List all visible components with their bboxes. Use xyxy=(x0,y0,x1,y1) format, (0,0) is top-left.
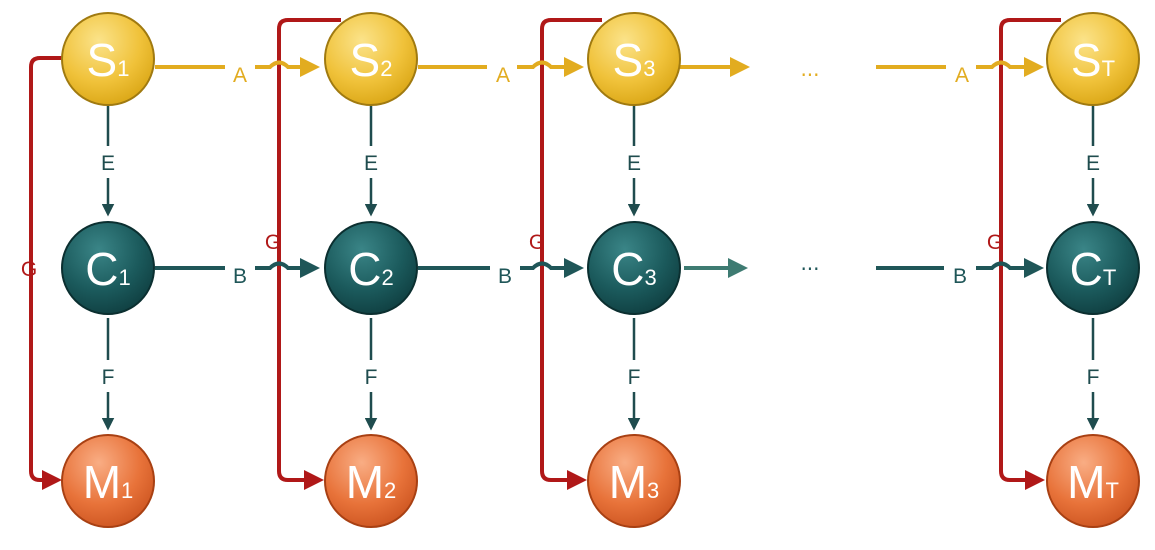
measurement-node-T-letter: M xyxy=(1067,456,1105,508)
svg-text:CT: CT xyxy=(1070,243,1117,295)
measurement-node-2: M2 xyxy=(324,434,418,528)
control-node-T: CT xyxy=(1046,221,1140,315)
state-node-3-letter: S xyxy=(613,34,644,86)
e-label-T: E xyxy=(1086,152,1100,175)
f-label-1: F xyxy=(102,366,115,389)
g-label-2: G xyxy=(265,231,281,254)
b-labels: B B B xyxy=(233,265,967,288)
f-label-2: F xyxy=(365,366,378,389)
b-label-2: B xyxy=(498,265,512,288)
state-node-1: S1 xyxy=(61,12,155,106)
svg-text:M1: M1 xyxy=(83,456,134,508)
a-edges xyxy=(155,63,1040,68)
control-node-2: C2 xyxy=(324,221,418,315)
measurement-node-T: MT xyxy=(1046,434,1140,528)
measurement-node-3: M3 xyxy=(587,434,681,528)
a-labels: A A A xyxy=(233,64,969,87)
control-node-1-sub: 1 xyxy=(118,265,130,290)
b-label-1: B xyxy=(233,265,247,288)
control-node-3-letter: C xyxy=(611,243,644,295)
state-node-2-sub: 2 xyxy=(380,56,392,81)
svg-text:M3: M3 xyxy=(609,456,660,508)
state-node-1-letter: S xyxy=(87,34,118,86)
b-label-T: B xyxy=(953,265,967,288)
state-node-T: ST xyxy=(1046,12,1140,106)
g-edges xyxy=(29,18,1061,490)
ellipsis-top: ... xyxy=(800,57,819,81)
e-label-3: E xyxy=(627,152,641,175)
a-label-T: A xyxy=(955,64,969,87)
control-nodes: C1 C2 C3 CT xyxy=(61,221,1140,315)
control-node-1: C1 xyxy=(61,221,155,315)
state-node-3: S3 xyxy=(587,12,681,106)
a-edge-in-T xyxy=(876,63,1040,68)
state-nodes: S1 S2 S3 ST xyxy=(61,12,1140,106)
b-edges xyxy=(155,264,1040,269)
measurement-node-3-letter: M xyxy=(609,456,647,508)
f-labels: F F F F xyxy=(102,366,1100,389)
control-node-3: C3 xyxy=(587,221,681,315)
g-label-3: G xyxy=(529,231,545,254)
b-edge-2-3 xyxy=(418,264,580,269)
svg-text:MT: MT xyxy=(1067,456,1119,508)
control-node-T-sub: T xyxy=(1103,265,1116,290)
svg-text:S3: S3 xyxy=(613,34,656,86)
f-label-T: F xyxy=(1087,366,1100,389)
control-node-T-letter: C xyxy=(1070,243,1103,295)
f-label-3: F xyxy=(628,366,641,389)
control-node-2-sub: 2 xyxy=(381,265,393,290)
e-label-1: E xyxy=(101,152,115,175)
a-label-2: A xyxy=(496,64,510,87)
state-node-2: S2 xyxy=(324,12,418,106)
ef-edges xyxy=(108,106,1093,428)
g-label-T: G xyxy=(987,231,1003,254)
svg-text:S2: S2 xyxy=(350,34,393,86)
g-edge-1 xyxy=(29,56,62,490)
a-edge-2-3 xyxy=(418,63,580,68)
g-edge-3 xyxy=(540,18,602,490)
g-edge-4 xyxy=(999,18,1061,490)
svg-text:C3: C3 xyxy=(611,243,656,295)
g-labels: G G G G xyxy=(21,231,1003,281)
svg-text:C1: C1 xyxy=(85,243,130,295)
b-edge-1-2 xyxy=(155,264,316,269)
measurement-nodes: M1 M2 M3 MT xyxy=(61,434,1140,528)
b-edge-in-T xyxy=(876,264,1040,269)
control-node-1-letter: C xyxy=(85,243,118,295)
state-node-1-sub: 1 xyxy=(117,56,129,81)
state-node-2-letter: S xyxy=(350,34,381,86)
measurement-node-2-letter: M xyxy=(346,456,384,508)
g-label-1: G xyxy=(21,258,37,281)
measurement-node-3-sub: 3 xyxy=(647,478,659,503)
a-label-1: A xyxy=(233,64,247,87)
ellipsis-middle: ... xyxy=(800,251,819,275)
measurement-node-2-sub: 2 xyxy=(384,478,396,503)
e-label-2: E xyxy=(364,152,378,175)
measurement-node-1: M1 xyxy=(61,434,155,528)
svg-text:ST: ST xyxy=(1071,34,1115,86)
a-edge-1-2 xyxy=(155,63,316,68)
state-node-T-sub: T xyxy=(1102,56,1115,81)
svg-text:M2: M2 xyxy=(346,456,397,508)
control-node-3-sub: 3 xyxy=(644,265,656,290)
svg-text:S1: S1 xyxy=(87,34,130,86)
control-node-2-letter: C xyxy=(348,243,381,295)
e-labels: E E E E xyxy=(101,152,1100,175)
state-node-3-sub: 3 xyxy=(643,56,655,81)
measurement-node-T-sub: T xyxy=(1105,478,1118,503)
state-node-T-letter: S xyxy=(1071,34,1102,86)
measurement-node-1-sub: 1 xyxy=(121,478,133,503)
g-edge-2 xyxy=(277,18,341,490)
svg-text:C2: C2 xyxy=(348,243,393,295)
measurement-node-1-letter: M xyxy=(83,456,121,508)
